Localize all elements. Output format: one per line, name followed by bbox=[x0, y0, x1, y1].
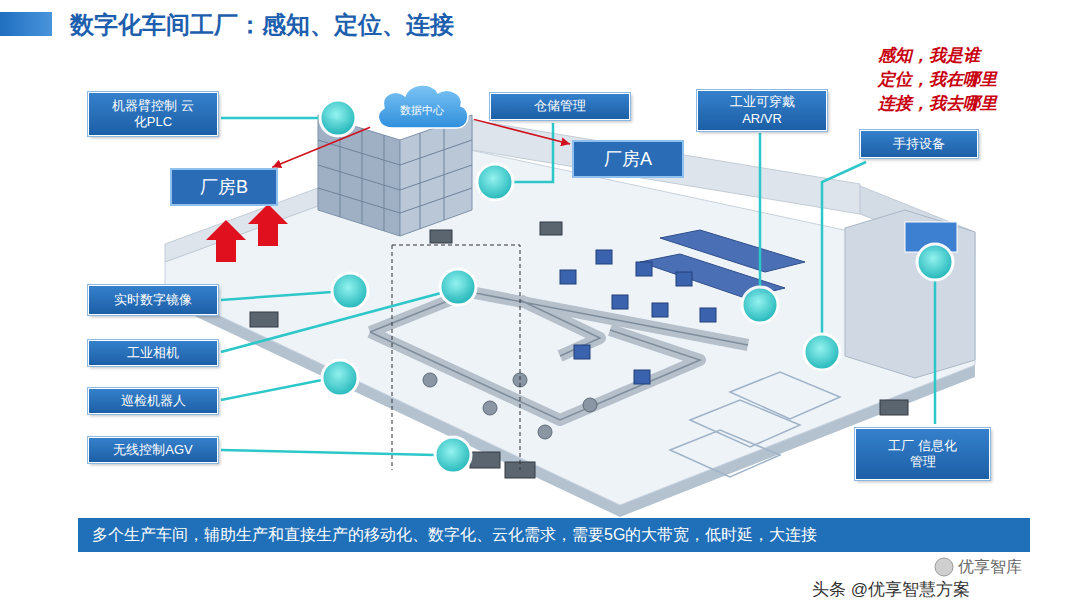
agv bbox=[250, 312, 278, 327]
leader-line bbox=[822, 162, 866, 334]
title-bar bbox=[0, 12, 52, 36]
slogan-text: 连接，我去哪里 bbox=[878, 92, 997, 115]
agv bbox=[430, 230, 452, 243]
hotspot bbox=[804, 334, 840, 370]
conveyor-line bbox=[370, 292, 748, 420]
robot-arm bbox=[538, 425, 552, 439]
callout-box: 工厂 信息化管理 bbox=[855, 428, 990, 480]
node-text: 实时数字镜像 bbox=[114, 292, 192, 308]
shelf bbox=[700, 308, 716, 322]
leader-line bbox=[221, 292, 332, 300]
workstation bbox=[670, 430, 780, 477]
watermark: 头条 @优享智慧方案 bbox=[812, 578, 970, 601]
upload-arrow bbox=[248, 204, 288, 246]
node-text: 工业相机 bbox=[127, 345, 179, 361]
cloud-outline bbox=[378, 85, 468, 128]
callout-box: 机器臂控制 云化PLC bbox=[88, 92, 218, 136]
leader-line bbox=[759, 133, 762, 287]
leader-line bbox=[221, 293, 441, 352]
upload-arrow bbox=[206, 220, 246, 262]
shelf bbox=[634, 370, 650, 384]
agv-vehicles bbox=[250, 222, 908, 478]
plant-box: 厂房B bbox=[170, 168, 278, 206]
leader-line bbox=[221, 380, 322, 400]
hotspot bbox=[322, 360, 358, 396]
agv bbox=[880, 400, 908, 415]
shelf bbox=[612, 295, 628, 309]
callout-box: 工业相机 bbox=[88, 340, 218, 366]
hotspot bbox=[917, 244, 953, 280]
hotspots bbox=[320, 100, 953, 473]
callout-box: 巡检机器人 bbox=[88, 388, 218, 414]
conveyor-belt bbox=[370, 292, 748, 420]
robot-arm bbox=[583, 398, 597, 412]
leader-line bbox=[221, 450, 435, 455]
agv bbox=[540, 222, 562, 235]
hotspot bbox=[742, 287, 778, 323]
robot-arm bbox=[483, 401, 497, 415]
hotspot bbox=[332, 273, 368, 309]
shelf bbox=[676, 272, 692, 286]
node-text: 厂房B bbox=[200, 176, 248, 199]
workstation bbox=[730, 372, 840, 419]
callout-box: 实时数字镜像 bbox=[88, 285, 218, 315]
plant-box: 厂房A bbox=[572, 140, 684, 178]
callout-box: 工业可穿戴 AR/VR bbox=[697, 90, 827, 131]
watermark-icon bbox=[935, 558, 953, 576]
hotspot bbox=[435, 437, 471, 473]
node-text: 厂房A bbox=[604, 148, 652, 171]
callout-box: 手持设备 bbox=[860, 130, 978, 158]
leader-line bbox=[934, 280, 937, 424]
cloud-node: 数据中心 bbox=[372, 80, 472, 132]
data-link bbox=[474, 119, 570, 144]
material-shelves bbox=[560, 250, 716, 384]
callout-box: 仓储管理 bbox=[490, 93, 630, 120]
back-wall bbox=[472, 120, 860, 214]
shelf bbox=[574, 345, 590, 359]
node-text: 数据中心 bbox=[400, 104, 444, 118]
control-room bbox=[845, 210, 975, 378]
hotspot bbox=[477, 164, 513, 200]
title: 数字化车间工厂：感知、定位、连接 bbox=[70, 9, 454, 41]
hotspot bbox=[440, 269, 476, 305]
caption-bar: 多个生产车间，辅助生产和直接生产的移动化、数字化、云化需求，需要5G的大带宽，低… bbox=[78, 518, 1030, 552]
node-text: 手持设备 bbox=[893, 136, 945, 152]
leader-line bbox=[513, 123, 553, 182]
shelf bbox=[560, 270, 576, 284]
shelf bbox=[652, 303, 668, 317]
hotspot bbox=[320, 100, 356, 136]
leader-lines bbox=[221, 118, 935, 455]
shelf bbox=[636, 262, 652, 276]
node-text: 无线控制AGV bbox=[113, 442, 192, 458]
node-text: 工厂 信息化管理 bbox=[886, 438, 959, 471]
robot-arms bbox=[423, 373, 597, 439]
node-text: 工业可穿戴 AR/VR bbox=[720, 94, 804, 127]
leader-line bbox=[221, 117, 320, 120]
agv bbox=[470, 452, 500, 468]
shelf bbox=[596, 250, 612, 264]
robot-arm bbox=[423, 373, 437, 387]
warehouse-rack bbox=[400, 115, 472, 236]
caption: 多个生产车间，辅助生产和直接生产的移动化、数字化、云化需求，需要5G的大带宽，低… bbox=[92, 525, 817, 546]
watermark: 优享智库 bbox=[958, 557, 1022, 578]
callout-box: 无线控制AGV bbox=[88, 437, 218, 463]
node-text: 仓储管理 bbox=[534, 98, 586, 114]
node-text: 巡检机器人 bbox=[121, 393, 186, 409]
slogan-text: 感知，我是谁 bbox=[878, 44, 980, 67]
node-text: 机器臂控制 云化PLC bbox=[111, 98, 195, 131]
workstations bbox=[670, 372, 840, 477]
data-link bbox=[272, 127, 370, 167]
slogan-text: 定位，我在哪里 bbox=[878, 68, 997, 91]
